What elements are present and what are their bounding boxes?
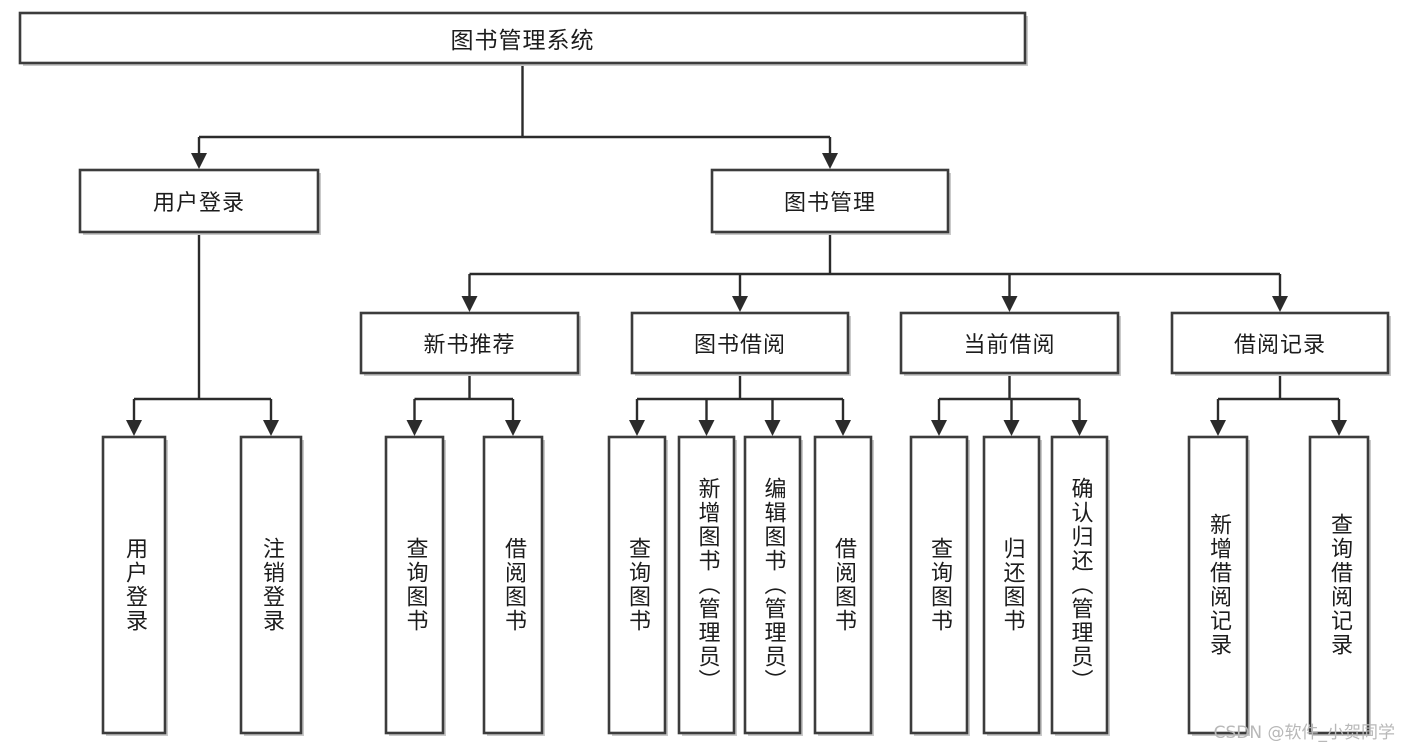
arrow-head-icon [698, 420, 715, 436]
arrow-head-icon [406, 420, 423, 436]
arrow-head-icon [1003, 420, 1020, 436]
node-box-new-book-recommend[interactable] [359, 311, 580, 375]
node-box-leaf-add-borrow-record[interactable] [1187, 435, 1249, 735]
arrow-head-icon [1001, 296, 1018, 312]
arrow-head-icon [505, 420, 521, 436]
node-box-book-management[interactable] [710, 168, 950, 234]
node-box-leaf-edit-book-admin[interactable] [743, 435, 802, 735]
node-box-leaf-return-book[interactable] [982, 435, 1041, 735]
node-box-leaf-query-books-recommend[interactable] [384, 435, 445, 735]
arrow-head-icon [461, 296, 478, 312]
arrow-head-icon [191, 153, 207, 169]
node-box-leaf-borrow-books-recommend[interactable] [482, 435, 544, 735]
arrow-head-icon [822, 153, 838, 169]
arrow-head-icon [1071, 420, 1088, 436]
node-box-root[interactable] [18, 11, 1027, 65]
node-box-leaf-user-login[interactable] [101, 435, 167, 735]
arrow-head-icon [764, 420, 781, 436]
arrow-head-icon [126, 420, 142, 436]
arrow-head-icon [1210, 420, 1226, 436]
arrow-head-icon [1272, 296, 1288, 312]
arrow-head-icon [629, 420, 645, 436]
arrow-head-icon [931, 420, 947, 436]
node-box-leaf-query-books-borrow[interactable] [607, 435, 667, 735]
node-box-group [18, 11, 1391, 736]
node-box-leaf-query-books-current[interactable] [909, 435, 969, 735]
node-box-current-borrow[interactable] [899, 311, 1120, 375]
arrow-head-icon [1331, 420, 1347, 436]
node-box-leaf-add-book-admin[interactable] [677, 435, 736, 735]
node-box-leaf-confirm-return-admin[interactable] [1050, 435, 1109, 735]
node-box-borrow-record[interactable] [1170, 311, 1390, 375]
node-box-leaf-query-borrow-record[interactable] [1308, 435, 1370, 735]
arrow-head-icon [263, 420, 279, 436]
node-box-leaf-logout[interactable] [239, 435, 303, 735]
node-box-user-login[interactable] [78, 168, 320, 234]
node-box-leaf-borrow-books[interactable] [813, 435, 873, 735]
node-box-book-borrow[interactable] [630, 311, 850, 375]
arrow-head-icon [732, 296, 748, 312]
connector-group [126, 63, 1347, 436]
arrow-head-icon [835, 420, 851, 436]
